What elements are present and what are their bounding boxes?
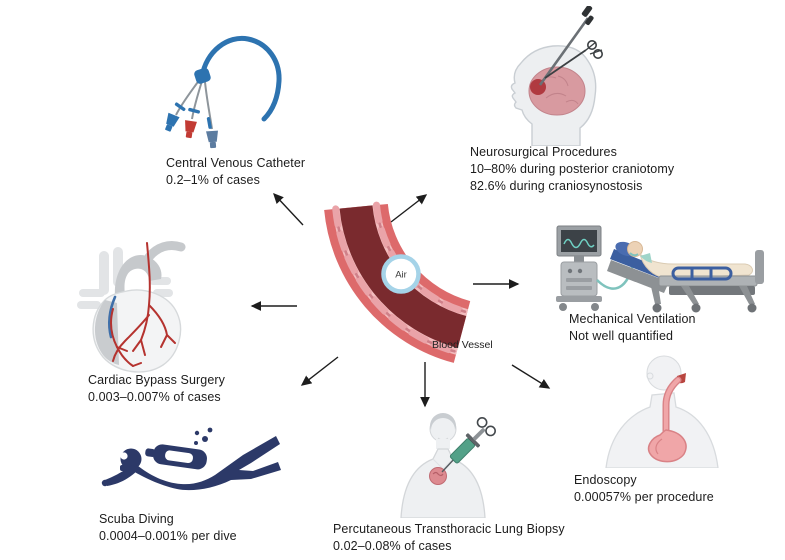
node-title: Mechanical Ventilation: [569, 312, 696, 326]
node-title: Percutaneous Transthoracic Lung Biopsy: [333, 522, 565, 536]
arrow-to-neurosurgery: [390, 194, 428, 223]
label-mechanical-ventilation: Mechanical Ventilation Not well quantifi…: [569, 311, 696, 345]
patient-torso: [605, 392, 719, 468]
node-stat: 10–80% during posterior craniotomy: [470, 162, 675, 176]
node-title: Cardiac Bypass Surgery: [88, 373, 225, 387]
label-lung-biopsy: Percutaneous Transthoracic Lung Biopsy 0…: [333, 521, 565, 555]
cardiac-bypass-illustration: [77, 240, 186, 373]
neurosurgery-illustration: [510, 6, 604, 146]
node-stat: 82.6% during craniosynostosis: [470, 179, 643, 193]
node-stat: 0.0004–0.001% per dive: [99, 529, 237, 543]
endoscope-instrument: [538, 6, 594, 86]
label-endoscopy: Endoscopy 0.00057% per procedure: [574, 472, 714, 506]
node-stat: 0.00057% per procedure: [574, 490, 714, 504]
node-stat: 0.2–1% of cases: [166, 173, 260, 187]
esophagus: [663, 377, 681, 436]
node-title: Central Venous Catheter: [166, 156, 306, 170]
ventilator-screen: [561, 230, 597, 252]
arrow-to-endoscopy: [511, 364, 551, 389]
scuba-diver-illustration: [101, 427, 281, 491]
catheter-tube: [199, 35, 282, 122]
air-bubble: Air: [381, 254, 421, 294]
air-bubble-label: Air: [395, 270, 407, 281]
label-neurosurgical-procedures: Neurosurgical Procedures 10–80% during p…: [470, 144, 674, 195]
patient-body: [639, 252, 753, 279]
patient-head: [627, 241, 643, 257]
label-scuba-diving: Scuba Diving 0.0004–0.001% per dive: [99, 511, 237, 545]
node-stat: Not well quantified: [569, 329, 674, 343]
label-cardiac-bypass-surgery: Cardiac Bypass Surgery 0.003–0.007% of c…: [88, 372, 225, 406]
node-title: Scuba Diving: [99, 512, 174, 526]
patient-torso: [400, 448, 486, 518]
arrow-to-catheter: [273, 192, 304, 226]
vein-graft: [108, 295, 117, 339]
ventilator-machine: [556, 225, 602, 311]
catheter-hub: [194, 67, 211, 84]
coronary-arteries: [109, 242, 176, 367]
endoscopy-illustration: [605, 355, 719, 468]
diver-body: [133, 436, 281, 491]
node-title: Neurosurgical Procedures: [470, 145, 617, 159]
air-tank: [145, 444, 207, 470]
air-bubbles: [194, 430, 200, 436]
lung-biopsy-illustration: [400, 413, 496, 518]
mechanical-ventilation-illustration: [556, 225, 764, 313]
node-stat: 0.003–0.007% of cases: [88, 390, 221, 404]
label-central-venous-catheter: Central Venous Catheter 0.2–1% of cases: [166, 155, 305, 189]
node-stat: 0.02–0.08% of cases: [333, 539, 452, 553]
node-title: Endoscopy: [574, 473, 637, 487]
central-venous-catheter-illustration: [165, 35, 282, 149]
forceps-instrument: [544, 39, 604, 79]
blood-vessel-illustration: Air Blood Vessel: [324, 201, 493, 363]
hospital-bed: [607, 241, 764, 313]
blood-vessel-label: Blood Vessel: [432, 339, 493, 351]
arrow-to-scuba: [300, 356, 339, 386]
catheter-connectors: [165, 112, 218, 149]
aorta: [114, 254, 162, 297]
biopsy-syringe: [441, 417, 496, 473]
